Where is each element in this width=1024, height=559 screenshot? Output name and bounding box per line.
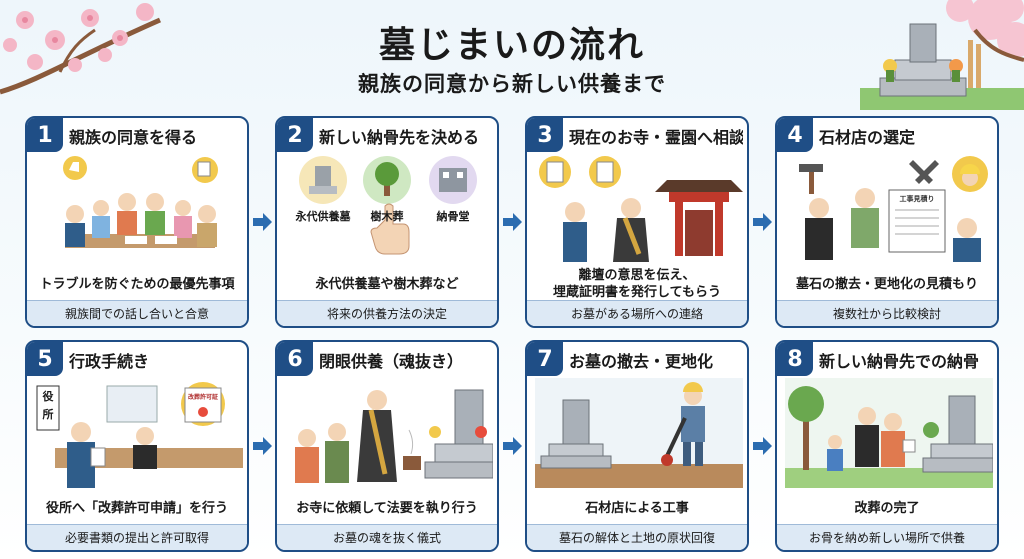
hand-pointer-icon	[370, 203, 410, 255]
temple-gate-icon	[655, 180, 743, 256]
stonemason-selection-illustration: 工事見積り	[785, 154, 993, 264]
option-label: 納骨堂	[436, 210, 470, 223]
step-title: 閉眼供養（魂抜き）	[319, 352, 464, 371]
step-description: お寺に依頼して法要を執り行う	[296, 500, 478, 516]
step-description: 改葬の完了	[854, 500, 920, 516]
family-meeting-illustration	[63, 156, 218, 248]
burial-options-illustration: 永代供養墓 樹木葬 納骨堂	[285, 154, 493, 264]
step-description: 離壇の意思を伝え、 埋蔵証明書を発行してもらう	[553, 268, 721, 300]
arrow-right-icon	[253, 437, 272, 455]
step-title: 行政手続き	[69, 352, 150, 371]
step-description: 永代供養墓や樹木葬など	[315, 276, 459, 292]
option-label: 永代供養墓	[295, 210, 351, 223]
step-number-badge: 5	[27, 342, 63, 376]
page-subtitle: 親族の同意から新しい供養まで	[358, 72, 666, 96]
wrench-icon	[909, 160, 939, 184]
eye-closing-memorial-illustration	[295, 389, 493, 483]
header: 墓じまいの流れ 親族の同意から新しい供養まで	[0, 0, 1024, 110]
city-office-illustration: 役所 改葬許可証	[35, 378, 243, 488]
step-number-badge: 3	[527, 118, 563, 152]
step-card-3: 3 現在のお寺・霊園へ相談 離壇の意思を伝え、 埋蔵証明書を発行してもらう お墓…	[525, 116, 749, 328]
step-description: トラブルを防ぐための最優先事項	[39, 276, 235, 292]
page-title: 墓じまいの流れ	[378, 25, 645, 66]
step-card-7: 7 お墓の撤去・更地化 石材店による工事 墓石の解体と土地の原状回復	[525, 340, 749, 552]
grave-removal-illustration	[535, 378, 743, 488]
cherry-blossom-icon	[0, 3, 162, 95]
step-card-1: 1 親族の同意を得る トラブルを防ぐための最優先事項 親族間での話し合いと合意	[25, 116, 249, 328]
step-number-badge: 8	[777, 342, 813, 376]
grave-icon	[860, 0, 1024, 110]
step-footer: お墓がある場所への連絡	[527, 300, 747, 326]
step-number-badge: 7	[527, 342, 563, 376]
step-card-8: 8 新しい納骨先での納骨 改葬の完了 お骨を納め新しい場所で供養	[775, 340, 999, 552]
step-number-badge: 6	[277, 342, 313, 376]
new-interment-illustration	[785, 378, 993, 488]
step-description: 墓石の撤去・更地化の見積もり	[795, 276, 978, 292]
temple-consultation-illustration	[539, 156, 743, 262]
permit-document-label: 改葬許可証	[187, 394, 218, 401]
step-footer: 複数社から比較検討	[777, 300, 997, 326]
step-card-4: 4 石材店の選定 工事見積り 墓石の撤去・更地化の見積もり 複数社から比較検討	[775, 116, 999, 328]
step-title: 新しい納骨先での納骨	[819, 352, 980, 371]
step-title: 親族の同意を得る	[69, 128, 198, 147]
step-footer: 将来の供養方法の決定	[277, 300, 497, 326]
excavator-person-icon	[661, 382, 705, 466]
step-title: 現在のお寺・霊園へ相談	[569, 128, 743, 147]
arrow-right-icon	[253, 213, 272, 231]
step-footer: お骨を納め新しい場所で供養	[777, 524, 997, 550]
hammer-icon	[799, 164, 823, 194]
step-title: 石材店の選定	[819, 128, 916, 147]
step-title: お墓の撤去・更地化	[569, 352, 714, 371]
step-footer: 必要書類の提出と許可取得	[27, 524, 247, 550]
step-footer: 墓石の解体と土地の原状回復	[527, 524, 747, 550]
step-card-2: 2 新しい納骨先を決める 永代供養墓 樹木葬 納骨堂 永代供養墓や樹木葬など 将…	[275, 116, 499, 328]
step-description: 役所へ「改葬許可申請」を行う	[45, 500, 228, 516]
step-number-badge: 2	[277, 118, 313, 152]
arrow-right-icon	[503, 213, 522, 231]
option-label: 樹木葬	[370, 210, 404, 223]
step-card-6: 6 閉眼供養（魂抜き） お寺に依頼して法要を執り行う お墓の魂を抜く儀式	[275, 340, 499, 552]
arrow-right-icon	[753, 437, 772, 455]
arrow-right-icon	[503, 437, 522, 455]
estimate-document-label: 工事見積り	[899, 195, 935, 203]
step-footer: 親族間での話し合いと合意	[27, 300, 247, 326]
tree-icon	[788, 386, 824, 470]
office-sign-label: 役所	[42, 390, 54, 421]
step-number-badge: 4	[777, 118, 813, 152]
step-card-5: 5 行政手続き 役所 改葬許可証 役所へ「改葬許可申請」を行う 必要書類の提出と…	[25, 340, 249, 552]
step-title: 新しい納骨先を決める	[319, 128, 480, 147]
step-footer: お墓の魂を抜く儀式	[277, 524, 497, 550]
step-number-badge: 1	[27, 118, 63, 152]
arrow-right-icon	[753, 213, 772, 231]
step-description: 石材店による工事	[585, 500, 689, 516]
